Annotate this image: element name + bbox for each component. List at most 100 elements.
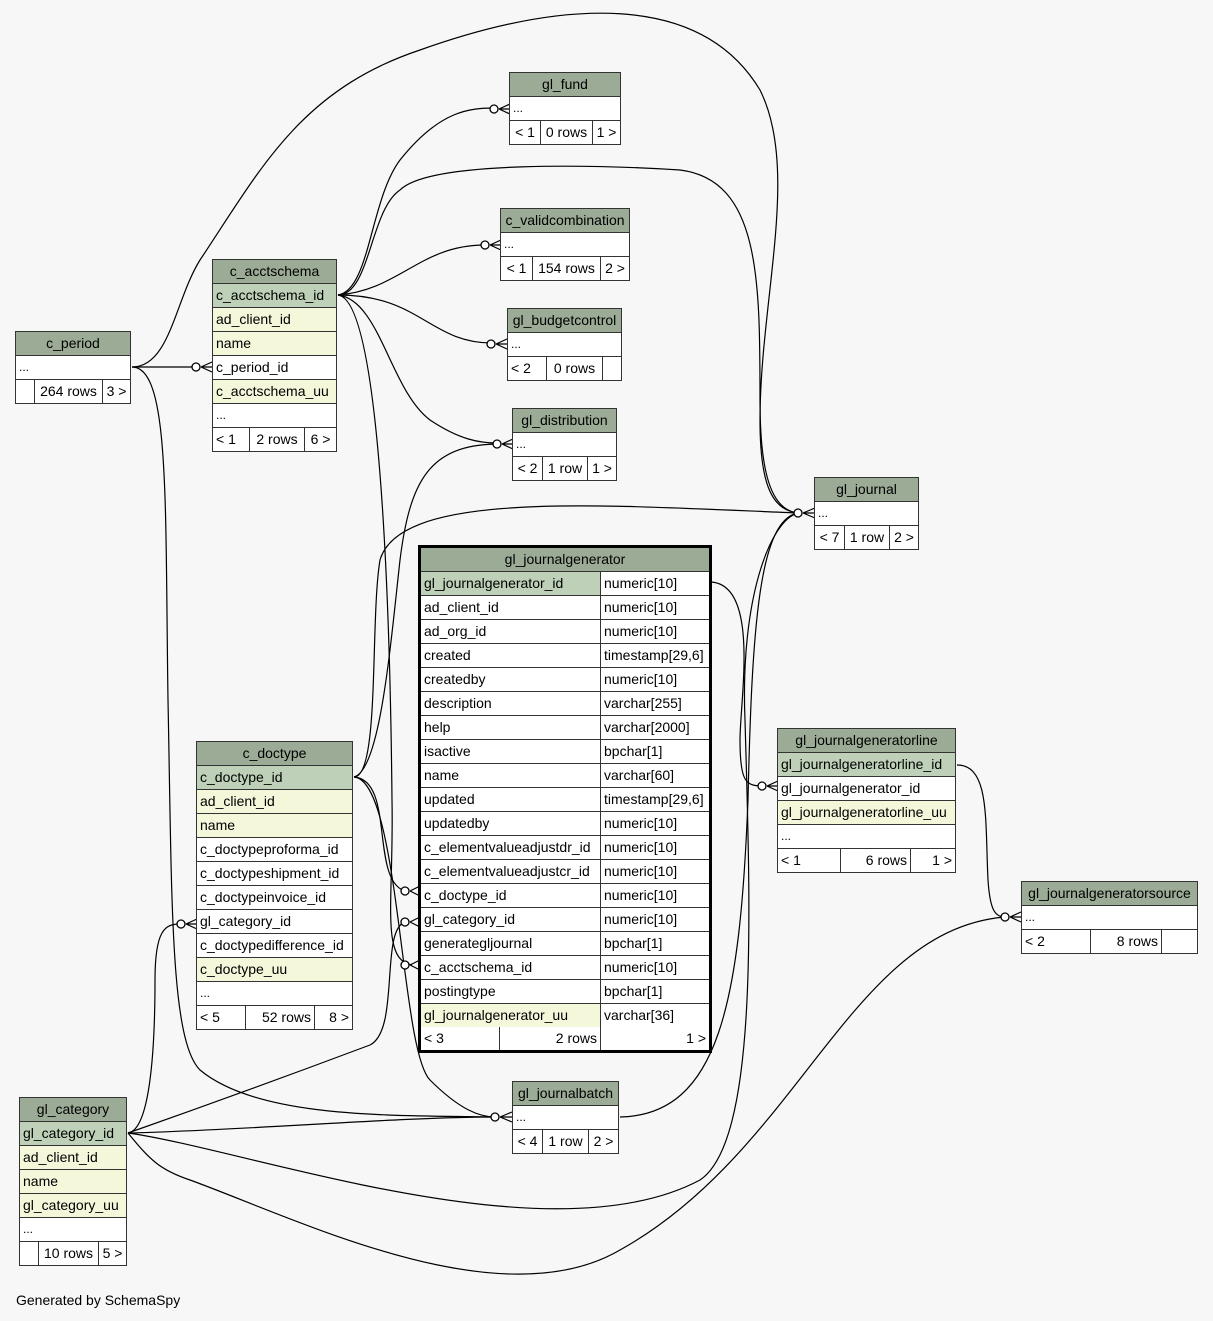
table-header[interactable]: gl_journalgeneratorline xyxy=(778,729,955,753)
children-count: 1 > xyxy=(592,121,620,144)
parents-count xyxy=(16,380,34,403)
column-name[interactable]: name xyxy=(23,1173,59,1189)
table-gl_fund[interactable]: gl_fund ... < 1 0 rows 1 > xyxy=(509,72,621,145)
row-count: 2 rows xyxy=(499,1027,600,1050)
column-name: name xyxy=(421,764,600,787)
row-count: 6 rows xyxy=(840,849,910,872)
column-ad_client_id[interactable]: ad_client_id xyxy=(23,1149,98,1165)
column-c_doctypeinvoice_id[interactable]: c_doctypeinvoice_id xyxy=(200,889,327,905)
column-ad_client_id[interactable]: ad_client_id xyxy=(200,793,275,809)
column-type: numeric[10] xyxy=(600,860,709,883)
column-name[interactable]: name xyxy=(200,817,236,833)
table-header[interactable]: gl_fund xyxy=(510,73,620,97)
table-header[interactable]: c_acctschema xyxy=(213,260,336,284)
edge-period-journalbatch xyxy=(131,366,496,1118)
table-header[interactable]: gl_distribution xyxy=(513,409,616,433)
columns-ellipsis: ... xyxy=(516,1110,527,1124)
table-gl_journalbatch[interactable]: gl_journalbatch ... < 4 1 row 2 > xyxy=(512,1081,619,1154)
column-type: varchar[2000] xyxy=(600,716,709,739)
table-gl_category[interactable]: gl_category gl_category_id ad_client_id … xyxy=(19,1097,127,1266)
column-c_acctschema_uu[interactable]: c_acctschema_uu xyxy=(216,383,329,399)
edge-generator-line xyxy=(710,581,763,787)
table-header[interactable]: c_validcombination xyxy=(501,209,629,233)
table-header[interactable]: c_doctype xyxy=(197,742,352,766)
table-header[interactable]: gl_journalgeneratorsource xyxy=(1022,882,1197,906)
crowfoot-markers xyxy=(176,104,1010,1122)
column-c_doctypeshipment_id[interactable]: c_doctypeshipment_id xyxy=(200,865,340,881)
column-c_period_id[interactable]: c_period_id xyxy=(216,359,289,375)
column-name: generategljournal xyxy=(421,932,600,955)
column-gl_journalgenerator_id[interactable]: gl_journalgenerator_id xyxy=(781,780,921,796)
table-gl_journalgeneratorline[interactable]: gl_journalgeneratorline gl_journalgenera… xyxy=(777,728,956,873)
column-c_doctypedifference_id[interactable]: c_doctypedifference_id xyxy=(200,937,344,953)
column-c_doctypeproforma_id[interactable]: c_doctypeproforma_id xyxy=(200,841,339,857)
column-gl_journalgeneratorline_uu[interactable]: gl_journalgeneratorline_uu xyxy=(781,804,947,820)
table-header[interactable]: gl_journalbatch xyxy=(513,1082,618,1106)
column-name: gl_category_id xyxy=(421,908,600,931)
edge-acctschema-validcombination xyxy=(337,244,486,296)
edge-doctype-distribution xyxy=(353,443,498,778)
table-header[interactable]: gl_journal xyxy=(815,478,918,502)
column-type: varchar[255] xyxy=(600,692,709,715)
edge-category-generator xyxy=(127,921,406,1134)
column-gl_journalgeneratorline_id[interactable]: gl_journalgeneratorline_id xyxy=(781,756,943,772)
column-gl_category_id[interactable]: gl_category_id xyxy=(23,1125,115,1141)
parents-count: < 1 xyxy=(781,852,801,868)
edge-journalbatch-journal xyxy=(619,512,799,1118)
children-count: 3 > xyxy=(102,380,130,403)
crowfoot-lines xyxy=(185,103,1022,1123)
row-count: 0 rows xyxy=(546,357,602,380)
column-c_acctschema_id[interactable]: c_acctschema_id xyxy=(216,287,325,303)
table-header[interactable]: c_period xyxy=(16,332,130,356)
edge-acctschema-budgetcontrol xyxy=(337,294,493,344)
parents-count: < 4 xyxy=(517,1133,538,1149)
table-header[interactable]: gl_category xyxy=(20,1098,126,1122)
table-c_doctype[interactable]: c_doctype c_doctype_id ad_client_id name… xyxy=(196,741,353,1030)
row-count: 2 rows xyxy=(249,428,304,451)
column-name[interactable]: name xyxy=(216,335,252,351)
table-c_acctschema[interactable]: c_acctschema c_acctschema_id ad_client_i… xyxy=(212,259,337,452)
edge-acctschema-generator xyxy=(337,294,413,966)
table-header[interactable]: gl_journalgenerator xyxy=(421,548,709,572)
column-gl_category_id[interactable]: gl_category_id xyxy=(200,913,292,929)
table-c_validcombination[interactable]: c_validcombination ... < 1 154 rows 2 > xyxy=(500,208,630,281)
table-c_period[interactable]: c_period ... 264 rows 3 > xyxy=(15,331,131,404)
children-count: 1 > xyxy=(910,849,955,872)
column-c_doctype_id[interactable]: c_doctype_id xyxy=(200,769,283,785)
edge-doctype-generator xyxy=(353,776,406,892)
column-ad_client_id[interactable]: ad_client_id xyxy=(216,311,291,327)
table-gl_budgetcontrol[interactable]: gl_budgetcontrol ... < 2 0 rows xyxy=(507,308,622,381)
row-count: 1 row xyxy=(844,526,889,549)
row-count: 154 rows xyxy=(532,257,600,280)
table-gl_journalgeneratorsource[interactable]: gl_journalgeneratorsource ... < 2 8 rows xyxy=(1021,881,1198,954)
table-gl_journal[interactable]: gl_journal ... < 7 1 row 2 > xyxy=(814,477,919,550)
column-c_doctype_uu[interactable]: c_doctype_uu xyxy=(200,961,288,977)
column-gl_category_uu[interactable]: gl_category_uu xyxy=(23,1197,119,1213)
table-gl_distribution[interactable]: gl_distribution ... < 2 1 row 1 > xyxy=(512,408,617,481)
parents-count: < 2 xyxy=(511,360,531,376)
column-name: gl_journalgenerator_id xyxy=(421,572,600,595)
table-gl_journalgenerator[interactable]: gl_journalgenerator gl_journalgenerator_… xyxy=(418,545,712,1053)
column-name: updatedby xyxy=(421,812,600,835)
column-type: numeric[10] xyxy=(600,620,709,643)
table-header[interactable]: gl_budgetcontrol xyxy=(508,309,621,333)
